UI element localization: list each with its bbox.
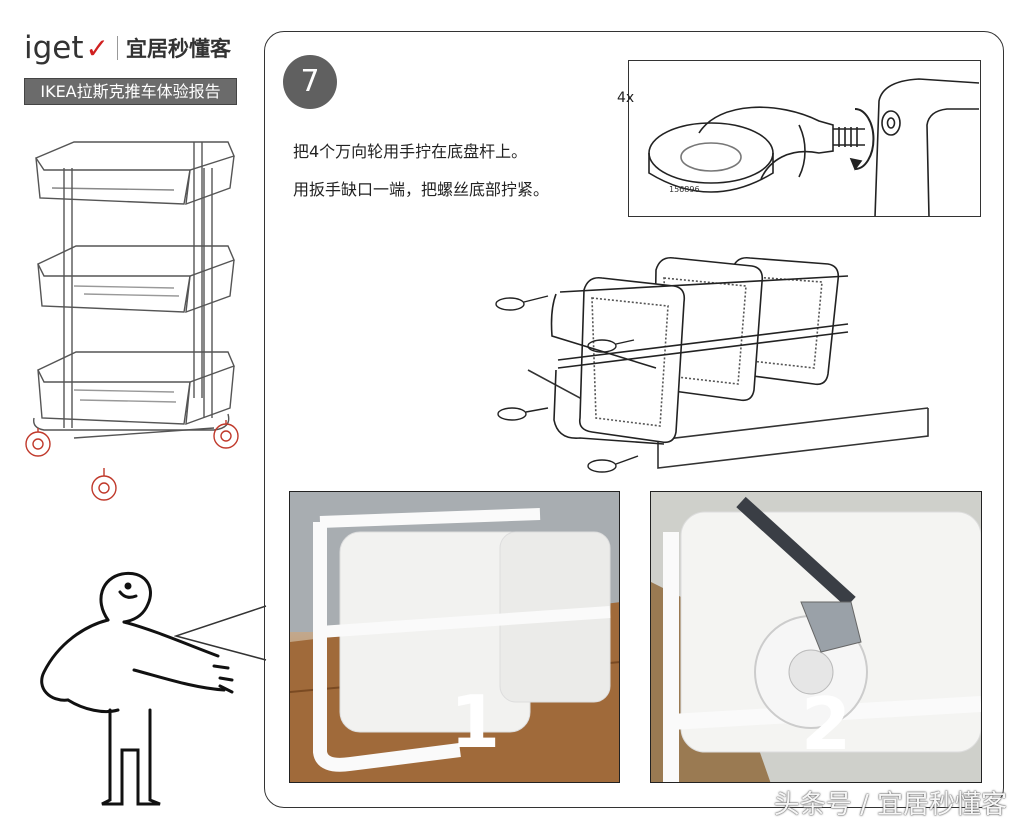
speech-bubble-tail (174, 605, 267, 661)
quantity-label: 4x (617, 90, 635, 106)
report-title-badge: IKEA拉斯克推车体验报告 (24, 78, 237, 105)
photo-step-2: 2 (650, 491, 982, 783)
brand-header: iget ✓ 宜居秒懂客 (24, 30, 231, 66)
ikea-man-illustration (40, 571, 234, 806)
brand-name: 宜居秒懂客 (126, 37, 231, 61)
photo-number-2: 2 (801, 682, 852, 766)
checkmark-icon: ✓ (85, 31, 109, 65)
photo-step-1: 1 (289, 491, 620, 783)
brand-logo: iget (24, 30, 84, 66)
instruction-panel (264, 31, 1004, 808)
instruction-line-2: 用扳手缺口一端，把螺丝底部拧紧。 (293, 180, 550, 199)
step-number-badge: 7 (283, 55, 337, 109)
brand-divider (117, 36, 118, 60)
cart-illustration (25, 141, 239, 501)
part-number: 156896 (669, 185, 700, 194)
watermark: 头条号 / 宜居秒懂客 (773, 790, 1007, 820)
assembly-illustration (495, 256, 929, 473)
caster-detail-diagram: 156896 (628, 60, 981, 217)
instruction-line-1: 把4个万向轮用手拧在底盘杆上。 (293, 142, 528, 161)
photo-number-1: 1 (450, 680, 501, 764)
